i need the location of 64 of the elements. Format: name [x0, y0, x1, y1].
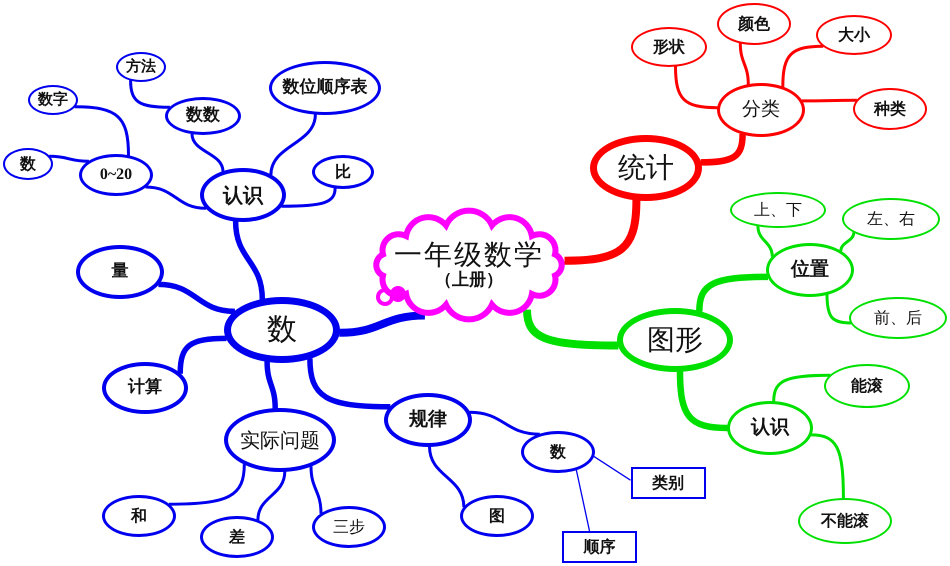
topic-label: 0~20: [100, 166, 132, 184]
topic-label: 数: [267, 312, 297, 348]
topic-label: 上、下: [754, 200, 802, 220]
topic-label: 规律: [409, 409, 447, 431]
topic-label: 种类: [874, 100, 906, 118]
topic-ellipse: [79, 154, 153, 196]
branch-line: [676, 371, 728, 432]
topic-label: 左、右: [867, 210, 915, 228]
branch-line: [802, 98, 857, 102]
topic-label: 统计: [618, 152, 674, 184]
topic-label: 顺序: [584, 538, 616, 556]
branch-line: [310, 466, 322, 514]
topic-ellipse: [3, 148, 53, 180]
topic-label: 颜色: [738, 14, 770, 34]
branch-line: [281, 188, 337, 208]
topic-label: 大小: [838, 26, 870, 44]
topic-label: 数: [550, 442, 566, 462]
topic-label: 图形: [647, 324, 703, 356]
connector-line: [593, 456, 631, 481]
topic-label: 实际问题: [240, 428, 320, 452]
topic-label: 比: [335, 162, 351, 182]
topic-label: 类别: [652, 474, 684, 492]
branch-line: [339, 312, 426, 337]
topic-label: 计算: [128, 378, 162, 398]
branch-line: [756, 226, 774, 257]
label-box: [562, 531, 637, 563]
branch-line: [811, 433, 845, 499]
branch-line: [738, 42, 750, 85]
branch-line: [232, 220, 266, 300]
topic-label: 数位顺序表: [282, 78, 368, 98]
branch-line: [700, 134, 746, 166]
topic-label: 认识: [223, 184, 263, 206]
branch-line: [674, 66, 718, 110]
topic-ellipse: [460, 495, 534, 537]
topic-label: 量: [112, 262, 128, 282]
topic-ellipse: [116, 52, 166, 82]
topic-label: 数字: [38, 91, 68, 109]
topic-label: 前、后: [874, 308, 922, 328]
branch-line: [564, 200, 640, 265]
branch-line: [177, 336, 227, 374]
topic-label: 方法: [126, 58, 156, 76]
topic-label: 数: [20, 154, 36, 174]
title-text: 一年级数学: [394, 239, 544, 272]
subtitle-text: （上册）: [435, 271, 503, 291]
branch-line: [839, 232, 856, 252]
label-box: [630, 467, 706, 499]
branch-line: [264, 361, 278, 409]
topic-label: 形状: [653, 38, 685, 56]
topic-label: 三步: [333, 518, 365, 536]
topic-label: 分类: [742, 99, 780, 121]
topic-label: 不能滚: [821, 512, 869, 530]
topic-label: 图: [489, 506, 505, 526]
topic-label: 数数: [186, 106, 220, 126]
topic-label: 差: [229, 528, 245, 546]
branch-line: [428, 446, 466, 508]
topic-label: 能滚: [851, 376, 883, 396]
topic-label: 位置: [791, 259, 829, 281]
branch-line: [129, 80, 170, 109]
branch-line: [74, 105, 130, 156]
topic-label: 和: [131, 506, 147, 526]
branch-line: [826, 294, 851, 324]
topic-ellipse: [28, 85, 78, 115]
topic-label: 认识: [751, 417, 789, 439]
branch-line: [772, 374, 830, 402]
